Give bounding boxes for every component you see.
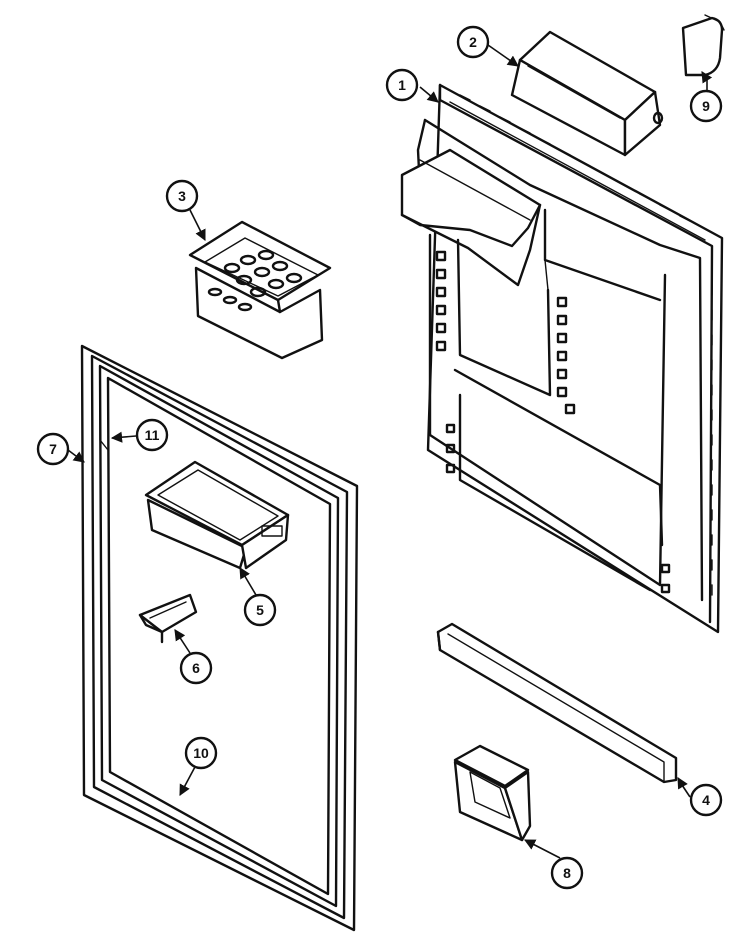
callout-4-label: 4 [702,792,710,808]
end-cap-part [681,14,725,77]
callout-3: 3 [165,179,199,213]
door-bin-part [144,460,290,570]
shelf-bar-part [436,622,678,784]
callout-9-label: 9 [702,98,710,114]
dairy-compartment-part [510,30,664,157]
callout-4: 4 [689,783,723,817]
callout-2: 2 [456,25,490,59]
callout-5: 5 [243,593,277,627]
small-tray-part [453,744,532,842]
callout-6-label: 6 [192,660,200,676]
door-liner-part [400,83,724,634]
callout-3-label: 3 [178,188,186,204]
callout-1-label: 1 [398,77,406,93]
callout-2-label: 2 [469,34,477,50]
door-gasket-part [80,344,359,932]
callout-8-label: 8 [563,865,571,881]
callout-10-label: 10 [193,745,209,761]
retainer-clip-part [138,593,198,644]
callout-9: 9 [689,89,723,123]
callout-5-label: 5 [256,602,264,618]
callout-1: 1 [385,68,419,102]
leader-lines [67,44,713,859]
callout-10: 10 [184,736,218,770]
egg-bin-part [188,220,332,360]
callout-11: 11 [135,418,169,452]
callout-8: 8 [550,856,584,890]
callout-7-label: 7 [49,441,57,457]
callout-11-label: 11 [145,427,160,443]
callout-6: 6 [179,651,213,685]
callout-7: 7 [36,432,70,466]
